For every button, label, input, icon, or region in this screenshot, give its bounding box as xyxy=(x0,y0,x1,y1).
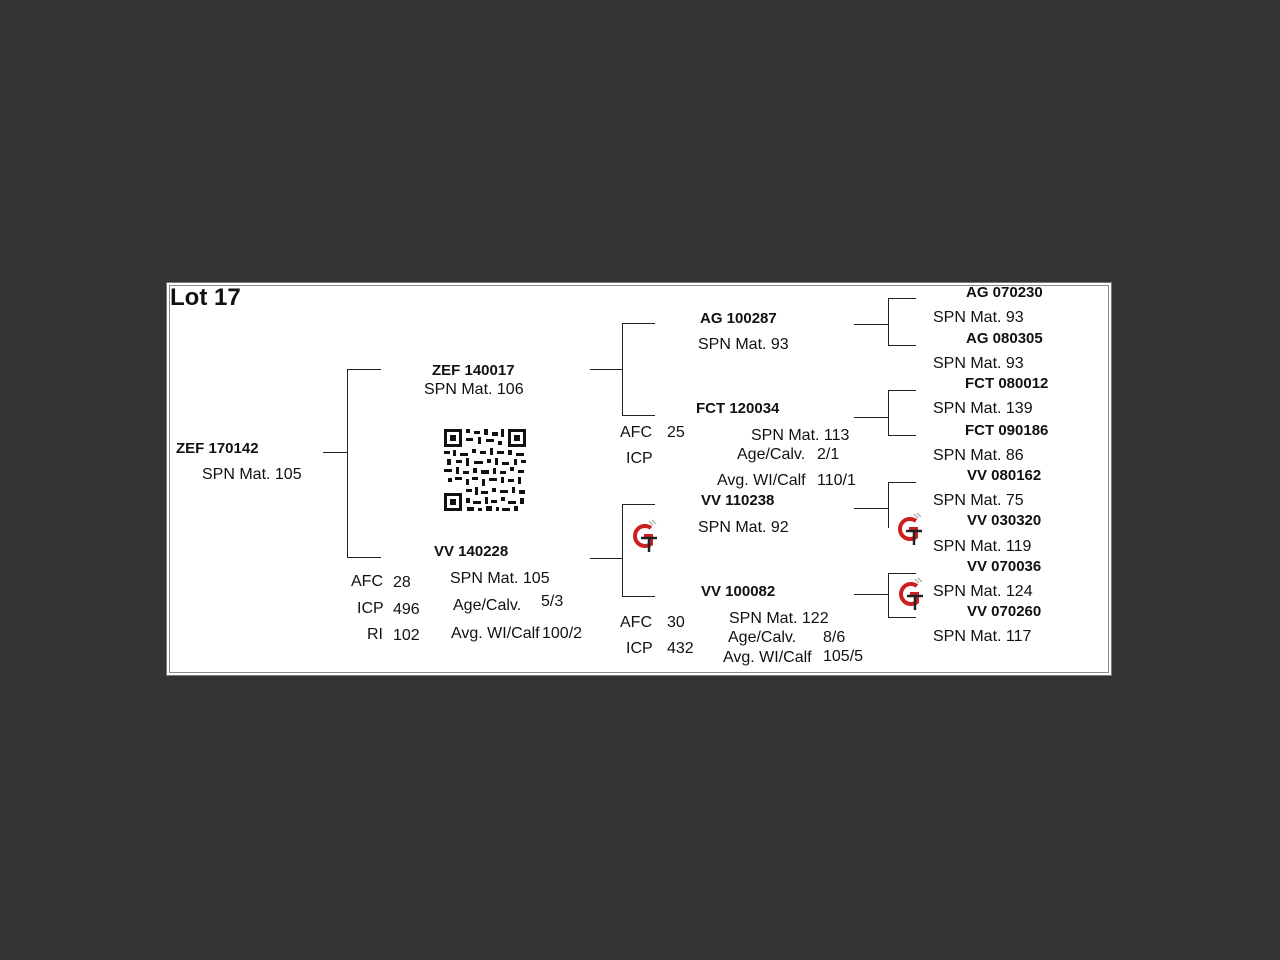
connector xyxy=(888,482,916,483)
gen3-spn: SPN Mat. 93 xyxy=(933,309,1024,326)
dam-icp-value: 496 xyxy=(393,601,420,618)
dam-wi-label: Avg. WI/Calf xyxy=(451,625,540,642)
dam-age-label: Age/Calv. xyxy=(453,597,522,614)
dam-sire-spn: SPN Mat. 92 xyxy=(698,519,789,536)
connector xyxy=(888,345,916,346)
gen3-id: VV 030320 xyxy=(967,512,1042,529)
lot-title: Lot 17 xyxy=(170,284,241,311)
connector xyxy=(888,482,889,528)
sire-dam-afc-value: 25 xyxy=(667,424,685,441)
dam-spn: SPN Mat. 105 xyxy=(450,570,550,587)
dam-dam-spn: SPN Mat. 122 xyxy=(729,610,829,627)
sire-dam-wi-label: Avg. WI/Calf xyxy=(717,472,806,489)
gen3-id: FCT 080012 xyxy=(965,375,1049,392)
dam-wi-value: 100/2 xyxy=(542,625,583,642)
connector xyxy=(323,452,347,453)
gen3-spn: SPN Mat. 139 xyxy=(933,400,1033,417)
gen3-spn: SPN Mat. 124 xyxy=(933,583,1033,600)
gen3-id: AG 080305 xyxy=(966,330,1043,347)
gen3-id: VV 070260 xyxy=(967,603,1042,620)
connector xyxy=(622,504,623,596)
connector xyxy=(590,558,622,559)
connector xyxy=(888,298,889,345)
dam-dam-afc-value: 30 xyxy=(667,614,685,631)
sire-dam-age-value: 2/1 xyxy=(817,446,840,463)
connector xyxy=(888,390,889,435)
dam-dam-wi-label: Avg. WI/Calf xyxy=(723,649,812,666)
qr-code-icon xyxy=(444,429,526,511)
gen3-spn: SPN Mat. 117 xyxy=(933,628,1032,645)
dam-dam-afc-label: AFC xyxy=(620,614,652,631)
gen3-id: VV 080162 xyxy=(967,467,1042,484)
dam-dam-age-label: Age/Calv. xyxy=(728,629,797,646)
dam-dam-icp-label: ICP xyxy=(626,640,653,657)
connector xyxy=(888,617,916,618)
sire-sire-spn: SPN Mat. 93 xyxy=(698,336,789,353)
connector xyxy=(888,435,916,436)
sire-dam-spn: SPN Mat. 113 xyxy=(751,427,850,444)
gt-logo-icon xyxy=(633,519,657,552)
connector xyxy=(854,594,888,595)
dam-icp-label: ICP xyxy=(357,600,384,617)
subject-id: ZEF 170142 xyxy=(176,440,259,457)
connector xyxy=(622,596,655,597)
connector xyxy=(888,573,916,574)
sire-id: ZEF 140017 xyxy=(432,362,515,379)
dam-dam-wi-value: 105/5 xyxy=(823,648,864,665)
dam-ri-value: 102 xyxy=(393,627,420,644)
connector xyxy=(888,573,889,617)
dam-afc-value: 28 xyxy=(393,574,411,591)
gt-logo-icon xyxy=(898,512,922,545)
connector xyxy=(622,323,623,415)
sire-dam-age-label: Age/Calv. xyxy=(737,446,806,463)
gen3-id: VV 070036 xyxy=(967,558,1042,575)
gen3-spn: SPN Mat. 86 xyxy=(933,447,1024,464)
gt-logo-icon xyxy=(899,577,923,610)
gen3-spn: SPN Mat. 75 xyxy=(933,492,1024,509)
subject-spn: SPN Mat. 105 xyxy=(202,466,302,483)
connector xyxy=(347,369,348,557)
connector xyxy=(854,324,888,325)
dam-age-value: 5/3 xyxy=(541,593,564,610)
gen3-spn: SPN Mat. 119 xyxy=(933,538,1032,555)
connector xyxy=(590,369,622,370)
sire-dam-afc-label: AFC xyxy=(620,424,652,441)
dam-dam-age-value: 8/6 xyxy=(823,629,846,646)
sire-sire-id: AG 100287 xyxy=(700,310,777,327)
dam-afc-label: AFC xyxy=(351,573,383,590)
gen3-id: AG 070230 xyxy=(966,284,1043,301)
pedigree-card: Lot 17 ZEF 170142 SPN Mat. 105 ZEF 14001… xyxy=(166,282,1112,676)
dam-sire-id: VV 110238 xyxy=(701,492,775,509)
connector xyxy=(888,298,916,299)
gen3-spn: SPN Mat. 93 xyxy=(933,355,1024,372)
connector xyxy=(854,508,888,509)
connector xyxy=(622,504,655,505)
gen3-id: FCT 090186 xyxy=(965,422,1049,439)
connector xyxy=(622,415,655,416)
connector xyxy=(854,417,888,418)
sire-dam-wi-value: 110/1 xyxy=(817,472,856,489)
connector xyxy=(347,369,381,370)
connector xyxy=(888,390,916,391)
sire-spn: SPN Mat. 106 xyxy=(424,381,524,398)
sire-dam-id: FCT 120034 xyxy=(696,400,780,417)
connector xyxy=(347,557,381,558)
connector xyxy=(622,323,655,324)
sire-dam-icp-label: ICP xyxy=(626,450,653,467)
dam-dam-id: VV 100082 xyxy=(701,583,776,600)
dam-dam-icp-value: 432 xyxy=(667,640,694,657)
dam-ri-label: RI xyxy=(367,626,383,643)
dam-id: VV 140228 xyxy=(434,543,509,560)
